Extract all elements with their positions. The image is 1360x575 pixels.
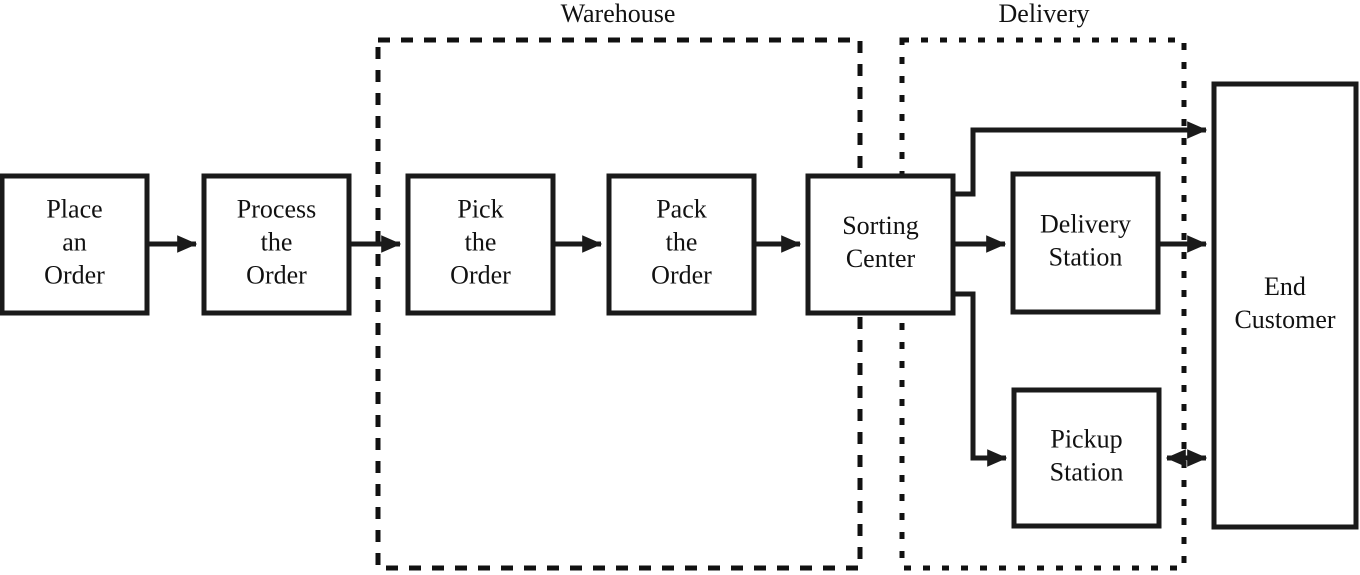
node-box-sorting-center (805, 173, 956, 316)
edges (147, 121, 1208, 467)
node-label-delivery-station-line-0: Delivery (1040, 209, 1131, 238)
node-box-pick-the-order (405, 173, 556, 316)
node-label-pack-the-order-line-1: the (666, 227, 698, 256)
node-label-pickup-station-line-1: Station (1050, 457, 1124, 486)
node-box-process-the-order (201, 173, 352, 316)
node-box-pack-the-order (606, 173, 757, 316)
node-label-delivery-station-line-1: Station (1049, 242, 1123, 271)
node-label-process-the-order-line-0: Process (237, 194, 316, 223)
edge-sorting-to-end-customer-direct (953, 121, 1208, 197)
node-label-end-customer-line-1: Customer (1234, 305, 1335, 334)
group-label-delivery: Delivery (999, 0, 1090, 28)
node-label-pick-the-order-line-0: Pick (457, 194, 503, 223)
node-label-place-an-order-line-2: Order (44, 260, 105, 289)
node-label-pick-the-order-line-2: Order (450, 260, 511, 289)
node-label-process-the-order-line-2: Order (246, 260, 307, 289)
edge-sorting-to-pickup-station (953, 291, 1008, 467)
node-label-sorting-center-line-1: Center (846, 244, 916, 273)
node-box-delivery-station (1010, 171, 1161, 315)
node-label-pick-the-order-line-1: the (465, 227, 497, 256)
node-box-pickup-station (1011, 387, 1162, 529)
node-label-place-an-order-line-1: an (62, 227, 87, 256)
node-label-process-the-order-line-1: the (261, 227, 293, 256)
node-label-end-customer-line-0: End (1264, 272, 1306, 301)
node-label-place-an-order-line-0: Place (46, 194, 102, 223)
node-label-pack-the-order-line-0: Pack (656, 194, 707, 223)
node-label-pack-the-order-line-2: Order (651, 260, 712, 289)
group-labels: Warehouse Delivery (561, 0, 1090, 28)
node-label-sorting-center-line-0: Sorting (842, 211, 919, 240)
node-box-end-customer (1211, 81, 1359, 530)
nodes: PlaceanOrderProcesstheOrderPicktheOrderP… (0, 81, 1359, 530)
node-label-pickup-station-line-0: Pickup (1050, 424, 1122, 453)
node-box-place-an-order (0, 173, 150, 316)
group-label-warehouse: Warehouse (561, 0, 676, 28)
